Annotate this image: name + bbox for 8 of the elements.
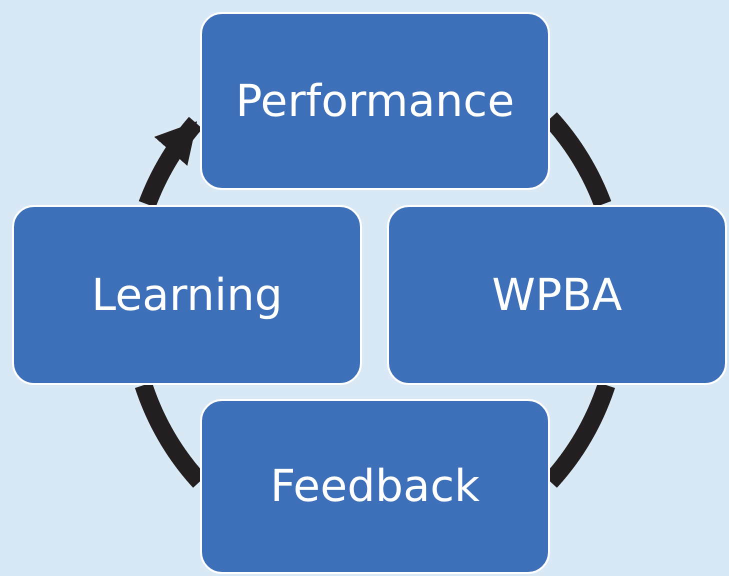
box-label: Learning [91,270,283,320]
box-label: Feedback [270,461,480,512]
process-box [200,399,550,574]
box-label: Performance [236,76,514,126]
process-box [200,12,550,190]
box-label: WPBA [492,270,622,320]
process-box [12,205,362,385]
process-box [387,205,727,385]
